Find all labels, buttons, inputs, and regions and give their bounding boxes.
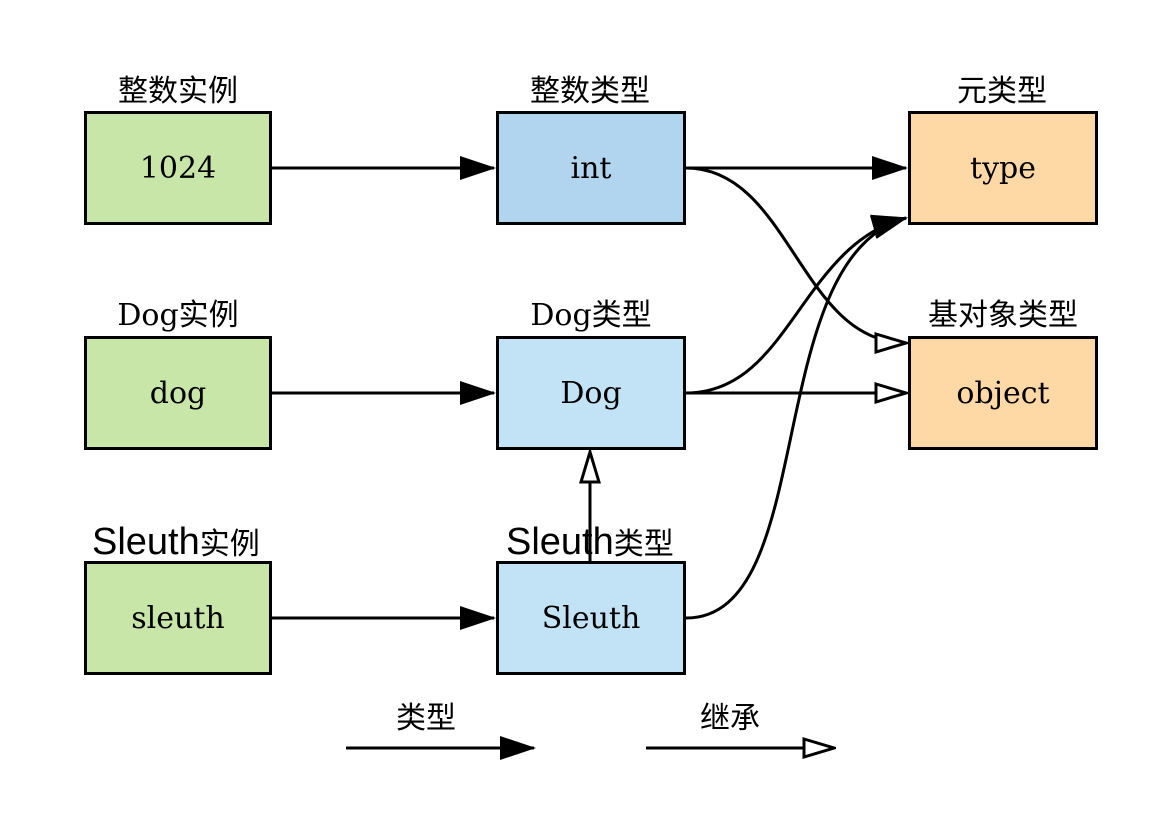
- base-object-caption: 基对象类型: [928, 298, 1078, 333]
- int-instance-caption: 整数实例: [118, 74, 238, 109]
- dog-instance-caption-latin: Dog: [117, 298, 179, 333]
- sleuth-instance-node: sleuth: [84, 561, 272, 675]
- meta-type-label: type: [970, 150, 1036, 186]
- dog-instance-caption: Dog实例: [84, 298, 272, 334]
- dog-type-caption-latin: Dog: [530, 298, 592, 333]
- dog-instance-caption-cjk: 实例: [178, 298, 239, 333]
- dog-instance-node: dog: [84, 336, 272, 450]
- base-object-label: object: [956, 375, 1050, 411]
- int-type-node: int: [496, 111, 686, 225]
- dog-instance-label: dog: [149, 375, 207, 411]
- sleuth-type-node: Sleuth: [496, 561, 686, 675]
- dog-type-label: Dog: [560, 375, 622, 411]
- int-instance-node: 1024: [84, 111, 272, 225]
- base-object-node: object: [908, 336, 1098, 450]
- dog-type-caption: Dog类型: [496, 298, 686, 334]
- sleuth-instance-label: sleuth: [131, 600, 225, 636]
- edge-int-to-object: [685, 166, 906, 343]
- int-type-label: int: [570, 150, 612, 186]
- edge-Dog-to-type: [685, 214, 908, 395]
- legend-type-label: 类型: [396, 701, 456, 736]
- dog-type-node: Dog: [496, 336, 686, 450]
- sleuth-instance-caption-cjk: 实例: [199, 527, 260, 562]
- dog-type-caption-cjk: 类型: [591, 298, 652, 333]
- sleuth-type-caption-cjk: 类型: [613, 527, 674, 562]
- int-type-caption: 整数类型: [530, 74, 650, 109]
- sleuth-instance-caption-latin: Sleuth: [92, 521, 200, 563]
- sleuth-type-caption-latin: Sleuth: [506, 521, 614, 563]
- meta-type-caption: 元类型: [957, 74, 1047, 109]
- sleuth-type-label: Sleuth: [541, 600, 641, 636]
- int-instance-label: 1024: [139, 150, 217, 186]
- sleuth-type-caption: Sleuth类型: [506, 521, 674, 563]
- meta-type-node: type: [908, 111, 1098, 225]
- legend-inheritance-label: 继承: [700, 701, 760, 736]
- sleuth-instance-caption: Sleuth实例: [92, 521, 260, 563]
- edge-Sleuth-to-type: [685, 215, 908, 620]
